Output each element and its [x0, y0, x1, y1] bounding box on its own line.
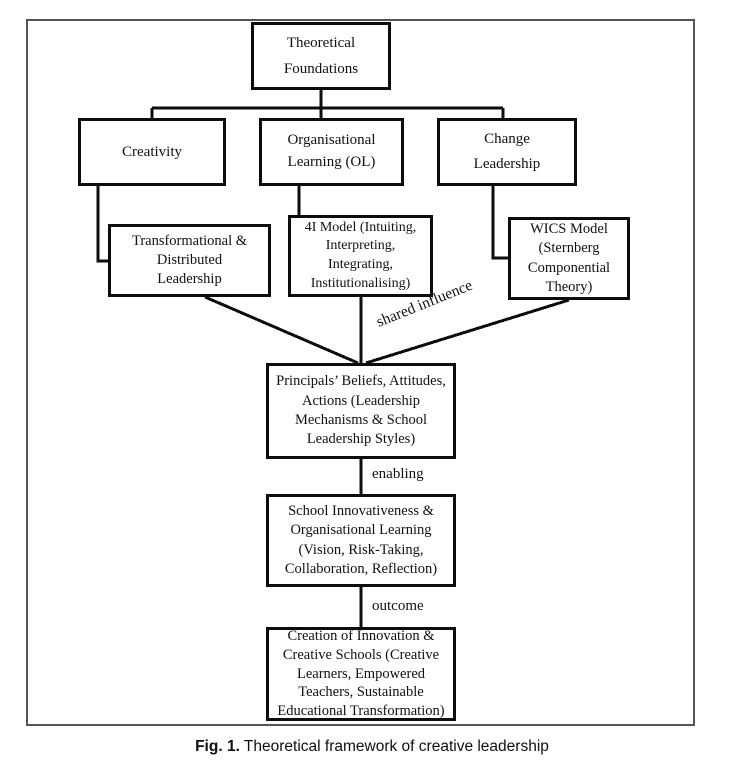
- node-school-innovativeness-organisational-learning: School Innovativeness & Organisational L…: [266, 494, 456, 587]
- node-4i-model-label: 4I Model (Intuiting, Interpreting, Integ…: [304, 219, 417, 291]
- node-transformational-distributed-leadership: Transformational & Distributed Leadershi…: [108, 224, 271, 297]
- figure-caption: Fig. 1. Theoretical framework of creativ…: [0, 738, 744, 756]
- node-organisational-learning-label: Organisational Learning (OL): [287, 132, 376, 170]
- node-transformational-distributed-leadership-label: Transformational & Distributed Leadershi…: [131, 232, 248, 288]
- figure-caption-text: Theoretical framework of creative leader…: [243, 738, 549, 755]
- node-4i-model: 4I Model (Intuiting, Interpreting, Integ…: [288, 215, 433, 297]
- node-creativity: Creativity: [78, 118, 226, 186]
- node-theoretical-foundations: Theoretical Foundations: [251, 22, 391, 90]
- node-change-leadership-label: Change Leadership: [473, 130, 541, 173]
- node-principals-beliefs-label: Principals’ Beliefs, Attitudes, Actions …: [276, 373, 446, 448]
- node-principals-beliefs-attitudes-actions: Principals’ Beliefs, Attitudes, Actions …: [266, 363, 456, 459]
- node-theoretical-foundations-label: Theoretical Foundations: [283, 34, 359, 77]
- figure-caption-label: Fig. 1.: [195, 738, 240, 755]
- node-organisational-learning: Organisational Learning (OL): [259, 118, 404, 186]
- node-creativity-label: Creativity: [122, 143, 182, 160]
- node-wics-model-label: WICS Model (Sternberg Componential Theor…: [527, 220, 611, 295]
- node-school-innovativeness-label: School Innovativeness & Organisational L…: [284, 502, 438, 577]
- node-wics-model: WICS Model (Sternberg Componential Theor…: [508, 217, 630, 300]
- node-creation-of-innovation-creative-schools: Creation of Innovation & Creative School…: [266, 627, 456, 721]
- edge-label-enabling: enabling: [372, 466, 424, 482]
- edge-label-outcome: outcome: [372, 598, 424, 614]
- node-creation-innovation-label: Creation of Innovation & Creative School…: [277, 627, 445, 720]
- node-change-leadership: Change Leadership: [437, 118, 577, 186]
